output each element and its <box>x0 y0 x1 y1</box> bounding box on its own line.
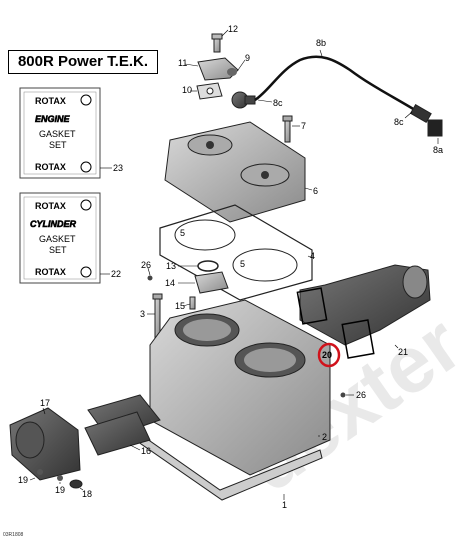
callout-1: 1 <box>282 500 287 510</box>
callout-17: 17 <box>40 398 50 408</box>
callout-8a: 8a <box>433 145 443 155</box>
kit2-line2: SET <box>49 245 67 255</box>
callout-7: 7 <box>301 121 306 131</box>
cylinder-gasket-kit-box: ROTAX CYLINDER GASKET SET ROTAX <box>19 192 101 284</box>
callout-21: 21 <box>398 347 408 357</box>
callout-6: 6 <box>313 186 318 196</box>
callout-26-top: 26 <box>141 260 151 270</box>
callout-8c-left: 8c <box>273 98 283 108</box>
screw-26-top <box>147 275 153 281</box>
screw-19-left <box>37 469 43 475</box>
diagram-title: 800R Power T.E.K. <box>8 50 158 74</box>
callout-19-left: 19 <box>18 475 28 485</box>
kit2-brand-bottom: ROTAX <box>35 267 66 277</box>
callout-16: 16 <box>141 446 151 456</box>
kit1-type: ENGINE <box>35 114 71 124</box>
clamp-18 <box>69 479 83 489</box>
callout-15: 15 <box>175 301 185 311</box>
kit1-logo-bottom-icon <box>80 161 92 173</box>
callout-5-left: 5 <box>180 228 185 238</box>
callout-19-right: 19 <box>55 485 65 495</box>
callout-26-right: 26 <box>356 390 366 400</box>
engine-gasket-kit-box: ROTAX ENGINE GASKET SET ROTAX <box>19 87 101 179</box>
callout-13: 13 <box>166 261 176 271</box>
knock-sensor-8 <box>231 55 443 137</box>
kit2-type: CYLINDER <box>30 219 77 229</box>
screw-19-right <box>57 475 63 481</box>
kit2-brand: ROTAX <box>35 201 66 211</box>
exhaust-manifold-21 <box>296 264 431 359</box>
reed-valve-16 <box>84 394 161 456</box>
figure-code: 03R1808 <box>3 532 24 538</box>
screw-15 <box>189 296 196 310</box>
bolt-7 <box>282 115 293 143</box>
callout-5-right: 5 <box>240 259 245 269</box>
kit2-logo-icon <box>80 199 92 211</box>
callout-2: 2 <box>322 432 327 442</box>
kit1-line2: SET <box>49 140 67 150</box>
water-fitting-11 <box>197 57 239 81</box>
cylinder-block-1 <box>149 299 331 476</box>
callout-18: 18 <box>82 489 92 499</box>
callout-11: 11 <box>178 58 187 68</box>
cover-14 <box>194 271 229 294</box>
kit2-logo-bottom-icon <box>80 266 92 278</box>
cylinder-head-6 <box>164 121 306 223</box>
kit1-brand-bottom: ROTAX <box>35 162 66 172</box>
callout-20-highlight[interactable]: 20 <box>317 342 341 368</box>
callout-20: 20 <box>322 350 332 360</box>
callout-23: 23 <box>113 163 123 173</box>
head-gasket-5 <box>159 204 313 301</box>
bolt-12 <box>211 33 223 53</box>
callout-9: 9 <box>245 53 250 63</box>
kit2-line1: GASKET <box>39 234 76 244</box>
kit1-line1: GASKET <box>39 129 76 139</box>
kit1-brand: ROTAX <box>35 96 66 106</box>
intake-17 <box>9 407 81 481</box>
callout-8c-right: 8c <box>394 117 404 127</box>
screw-26-right <box>340 392 346 398</box>
callout-10: 10 <box>182 85 192 95</box>
callout-22: 22 <box>111 269 121 279</box>
callout-3: 3 <box>140 309 145 319</box>
callout-8b: 8b <box>316 38 326 48</box>
gasket-10 <box>196 82 223 100</box>
o-ring-13 <box>197 260 219 272</box>
callout-14: 14 <box>165 278 175 288</box>
callout-12: 12 <box>228 24 238 34</box>
callout-4: 4 <box>310 251 315 261</box>
kit1-logo-icon <box>80 94 92 106</box>
